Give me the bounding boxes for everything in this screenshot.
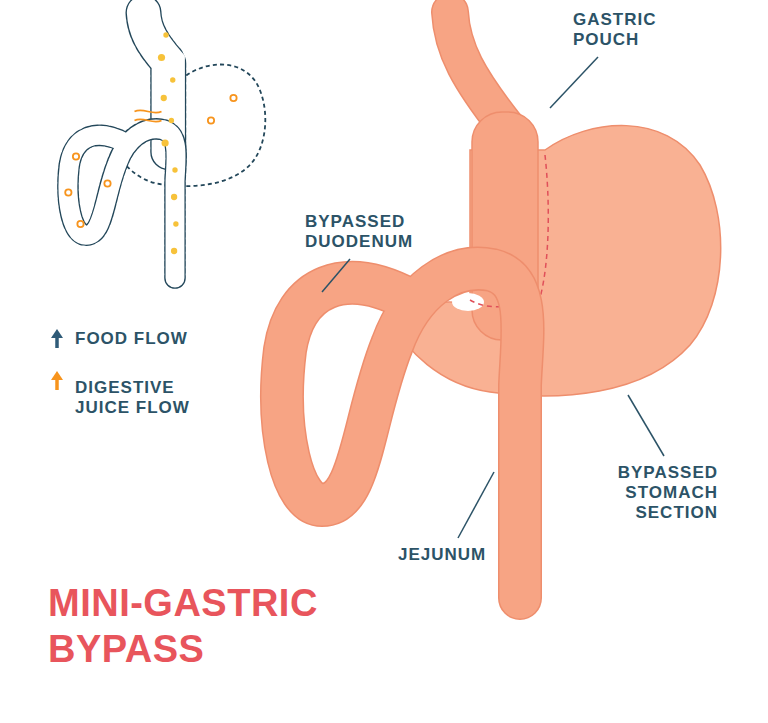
part-label: BYPASSED DUODENUM [305, 212, 430, 252]
legend-text: FOOD FLOW [75, 329, 188, 349]
part-label: GASTRIC POUCH [573, 10, 668, 50]
diagram-title: MINI-GASTRIC BYPASS [48, 580, 348, 672]
flow-sketch [65, 13, 265, 279]
anatomy [282, 12, 721, 598]
part-label: JEJUNUM [398, 545, 486, 565]
part-label: BYPASSED STOMACH SECTION [593, 463, 718, 523]
leader-lines [322, 57, 664, 538]
legend-arrows [51, 329, 63, 390]
legend-text: DIGESTIVE JUICE FLOW [75, 378, 205, 418]
